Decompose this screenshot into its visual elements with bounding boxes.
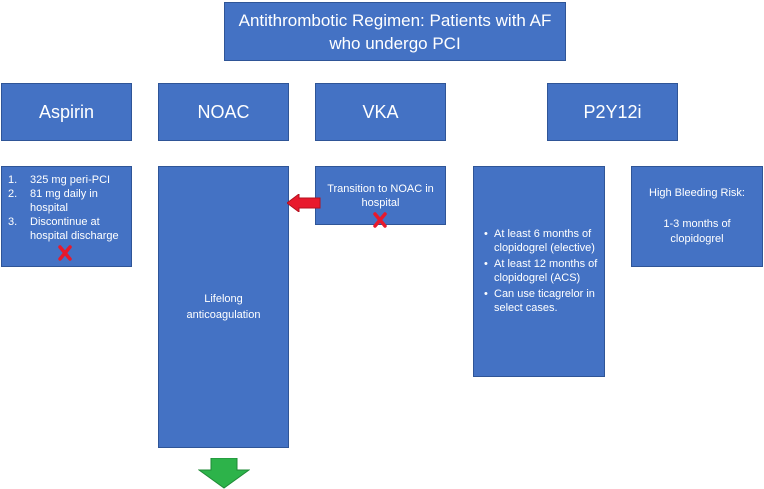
bullet-icon: • [484,287,488,300]
aspirin-step: 1. 325 mg peri-PCI [8,173,131,187]
aspirin-step-text: 81 mg daily in hospital [30,188,98,214]
aspirin-step-text: 325 mg peri-PCI [30,174,111,186]
noac-detail-text: Lifelong anticoagulation [186,293,261,321]
aspirin-step-number: 2. [8,188,18,200]
vka-detail-box: Transition to NOAC in hospital [315,166,446,225]
aspirin-step-text: Discontinue at hospital discharge [30,216,119,242]
title-line-2: who undergo PCI [329,33,461,53]
high-bleeding-risk-title: High Bleeding Risk: [649,187,745,199]
left-arrow-icon [287,194,321,212]
aspirin-detail-box: 1. 325 mg peri-PCI 2. 81 mg daily in hos… [1,166,132,267]
p2y12i-header: P2Y12i [547,83,678,141]
vka-header: VKA [315,83,446,141]
p2y12i-bullet-item: • At least 12 months of clopidogrel (ACS… [484,257,600,285]
aspirin-header: Aspirin [1,83,132,141]
high-bleeding-risk-text: 1-3 months of clopidogrel [663,218,731,245]
aspirin-step: 2. 81 mg daily in hospital [8,187,131,215]
aspirin-step: 3. Discontinue at hospital discharge [8,215,131,243]
x-mark-icon [373,212,387,228]
down-arrow-icon [198,458,250,489]
vka-detail-text: Transition to NOAC in hospital [327,183,434,209]
aspirin-step-number: 3. [8,216,18,228]
p2y12i-bullet-item: • Can use ticagrelor in select cases. [484,287,600,315]
p2y12i-bullet-text: At least 12 months of clopidogrel (ACS) [494,257,598,284]
p2y12i-bullet-text: At least 6 months of clopidogrel (electi… [494,227,595,254]
p2y12i-bullet-item: • At least 6 months of clopidogrel (elec… [484,227,600,255]
p2y12i-detail-box: • At least 6 months of clopidogrel (elec… [473,166,605,377]
noac-detail-box: Lifelong anticoagulation [158,166,289,448]
p2y12i-bullet-list: • At least 6 months of clopidogrel (elec… [474,227,604,317]
bullet-icon: • [484,227,488,240]
x-mark-icon [58,245,72,261]
p2y12i-bullet-text: Can use ticagrelor in select cases. [494,287,595,314]
aspirin-step-number: 1. [8,174,18,186]
diagram-title: Antithrombotic Regimen: Patients with AF… [224,2,566,61]
title-line-1: Antithrombotic Regimen: Patients with AF [238,10,552,30]
noac-header: NOAC [158,83,289,141]
high-bleeding-risk-box: High Bleeding Risk: 1-3 months of clopid… [631,166,763,267]
bullet-icon: • [484,257,488,270]
aspirin-steps-list: 1. 325 mg peri-PCI 2. 81 mg daily in hos… [2,173,131,243]
